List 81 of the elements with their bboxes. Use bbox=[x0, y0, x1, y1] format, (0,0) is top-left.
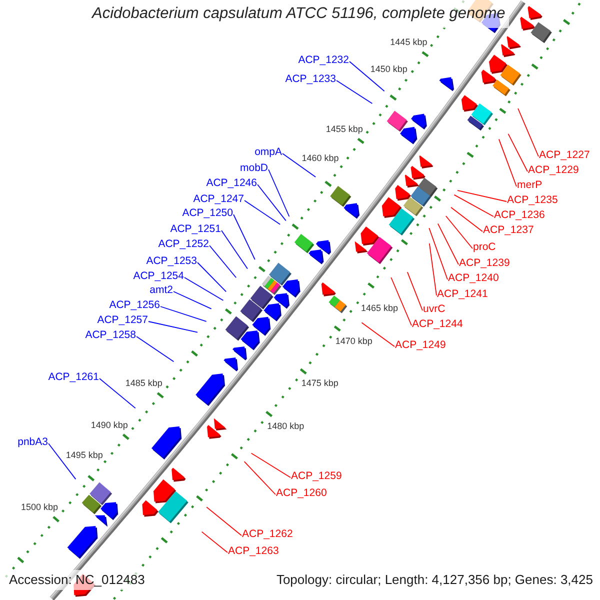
gene-label: ACP_1250 bbox=[182, 207, 233, 219]
leader-line bbox=[406, 272, 423, 311]
gene-label: ACP_1261 bbox=[48, 371, 99, 383]
gene-label: ACP_1256 bbox=[109, 299, 160, 311]
gene-label: ACP_1241 bbox=[437, 288, 488, 300]
leader-line bbox=[428, 228, 448, 280]
gene-label: ACP_1251 bbox=[170, 223, 221, 235]
gene-label: ACP_1244 bbox=[412, 318, 463, 330]
leader-line bbox=[244, 200, 281, 225]
leader-line bbox=[201, 531, 228, 553]
gene-label: ACP_1259 bbox=[291, 470, 342, 482]
gene-label: ACP_1257 bbox=[97, 314, 148, 326]
leader-line bbox=[48, 443, 76, 480]
gene-label: ACP_1246 bbox=[206, 177, 257, 189]
leader-line bbox=[268, 169, 290, 217]
gene-label: ACP_1232 bbox=[298, 54, 349, 66]
gene-label: ACP_1233 bbox=[285, 73, 336, 85]
leader-line bbox=[361, 322, 395, 347]
leader-line bbox=[148, 321, 198, 333]
leader-line bbox=[209, 245, 237, 278]
scale-label: 1445 kbp bbox=[390, 37, 428, 48]
leader-line bbox=[197, 262, 227, 292]
leader-line bbox=[233, 214, 256, 260]
leader-line bbox=[428, 242, 437, 296]
scale-label: 1450 kbp bbox=[370, 64, 408, 74]
gene-label: ACP_1253 bbox=[146, 255, 197, 267]
gene-label: mobD bbox=[240, 162, 268, 174]
gene-label: proC bbox=[473, 241, 496, 253]
leader-line bbox=[454, 194, 494, 217]
leader-line bbox=[437, 223, 459, 265]
gene-label: ACP_1258 bbox=[85, 329, 136, 341]
leader-line bbox=[173, 291, 212, 310]
gene-label: ACP_1254 bbox=[133, 270, 184, 282]
gene-label: pnbA3 bbox=[18, 436, 48, 448]
leader-line bbox=[457, 190, 507, 202]
scale-label: 1485 kbp bbox=[125, 378, 162, 388]
leader-line bbox=[518, 108, 539, 157]
leader-line bbox=[160, 306, 207, 322]
scale-label: 1500 kbp bbox=[21, 502, 58, 512]
scale-label: 1465 kbp bbox=[361, 302, 398, 313]
gene-label: ACP_1239 bbox=[459, 257, 510, 269]
gene-label: ACP_1229 bbox=[528, 164, 579, 176]
map-title: Acidobacterium capsulatum ATCC 51196, complete genome bbox=[88, 0, 510, 28]
leader-line bbox=[136, 336, 174, 362]
leader-line bbox=[282, 153, 316, 178]
scale-label: 1470 kbp bbox=[335, 336, 372, 346]
leader-line bbox=[244, 461, 276, 495]
gene-label: ACP_1249 bbox=[395, 339, 446, 351]
leader-line bbox=[206, 506, 242, 536]
leader-line bbox=[508, 133, 528, 172]
gene-label: amt2 bbox=[150, 284, 173, 296]
scale-label: 1455 kbp bbox=[326, 124, 363, 134]
leader-line bbox=[250, 452, 291, 478]
gene-label: ACP_1262 bbox=[242, 528, 293, 540]
gene-label: ACP_1260 bbox=[276, 487, 327, 499]
gene-label: ACP_1236 bbox=[494, 209, 545, 221]
leader-line bbox=[336, 80, 373, 104]
leader-line bbox=[498, 138, 517, 187]
gene-label: merP bbox=[517, 179, 542, 191]
gene-label: ACP_1235 bbox=[507, 194, 558, 206]
leader-line bbox=[184, 277, 224, 301]
leader-line bbox=[445, 216, 473, 249]
scale-label: 1480 kbp bbox=[267, 420, 304, 431]
gene-label: ACP_1227 bbox=[539, 149, 590, 161]
leader-line bbox=[99, 378, 136, 409]
leader-line bbox=[349, 61, 385, 92]
scale-label: 1490 kbp bbox=[90, 420, 128, 430]
leader-line bbox=[257, 184, 286, 222]
gene-label: ACP_1247 bbox=[193, 193, 244, 205]
scale-label: 1495 kbp bbox=[66, 450, 103, 460]
gene-label: ACP_1240 bbox=[448, 272, 499, 284]
gene-label: ACP_1237 bbox=[483, 224, 534, 236]
gene-label: ACP_1263 bbox=[228, 545, 279, 557]
leader-line bbox=[450, 206, 483, 232]
scale-label: 1460 kbp bbox=[302, 152, 339, 163]
gene-label: ACP_1252 bbox=[158, 238, 209, 250]
leader-line bbox=[221, 230, 248, 270]
gene-label: ompA bbox=[254, 146, 282, 158]
leader-line bbox=[390, 277, 412, 326]
gene-label: uvrC bbox=[423, 303, 446, 315]
scale-label: 1475 kbp bbox=[301, 378, 338, 388]
